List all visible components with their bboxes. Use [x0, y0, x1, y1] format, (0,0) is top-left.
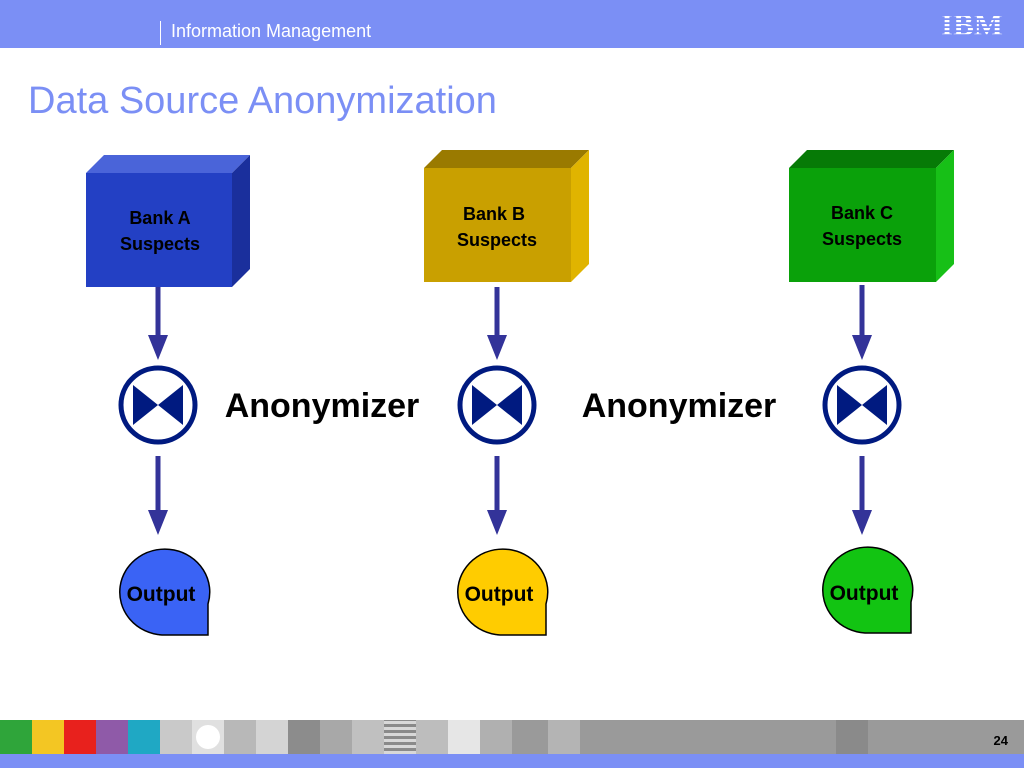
- anonymizer-icon: [121, 368, 195, 442]
- footer-tile-red: [64, 720, 96, 754]
- footer-tile-photo: [320, 720, 352, 754]
- footer-tile-yellow: [32, 720, 64, 754]
- bank-c-label-line1: Bank C: [831, 203, 893, 223]
- page-number: 24: [994, 733, 1008, 748]
- output-b-shape: Output: [458, 549, 548, 635]
- footer-tile-stripes: [384, 720, 416, 754]
- bank-b-label-line2: Suspects: [457, 230, 537, 250]
- footer-tile-grey: [480, 720, 512, 754]
- footer-tile-photo: [288, 720, 320, 754]
- bank-a-label-line1: Bank A: [129, 208, 190, 228]
- footer-tile-grey: [416, 720, 448, 754]
- bank-c-label-line2: Suspects: [822, 229, 902, 249]
- footer-tile-cyan: [128, 720, 160, 754]
- footer-bar: 24: [0, 720, 1024, 768]
- footer-tile-green: [0, 720, 32, 754]
- bank-b-label-line1: Bank B: [463, 204, 525, 224]
- footer-tile-light: [448, 720, 480, 754]
- output-a-label: Output: [127, 583, 196, 606]
- output-c-shape: Output: [823, 547, 913, 633]
- bank-c-box: Bank C Suspects: [789, 150, 954, 282]
- footer-tile-photo: [224, 720, 256, 754]
- footer-tile-purple: [96, 720, 128, 754]
- bank-a-label-line2: Suspects: [120, 234, 200, 254]
- footer-tile-circle: [192, 720, 224, 754]
- bank-b-box: Bank B Suspects: [424, 150, 589, 282]
- anonymization-diagram: Bank A Suspects Bank B Suspects Bank C S…: [0, 0, 1024, 720]
- output-b-label: Output: [465, 583, 534, 606]
- footer-tile-photo: [256, 720, 288, 754]
- output-c-label: Output: [830, 582, 899, 605]
- footer-tile-dark: [836, 720, 868, 754]
- anonymizer-label: Anonymizer: [582, 387, 777, 425]
- footer-base-bar: [0, 754, 1024, 768]
- output-a-shape: Output: [120, 549, 210, 635]
- anonymizer-label: Anonymizer: [225, 387, 420, 425]
- footer-tile-photo: [160, 720, 192, 754]
- footer-tile-flower: [352, 720, 384, 754]
- bank-a-box: Bank A Suspects: [86, 155, 250, 287]
- anonymizer-icon: [825, 368, 899, 442]
- footer-tile-grey: [548, 720, 580, 754]
- anonymizer-icon: [460, 368, 534, 442]
